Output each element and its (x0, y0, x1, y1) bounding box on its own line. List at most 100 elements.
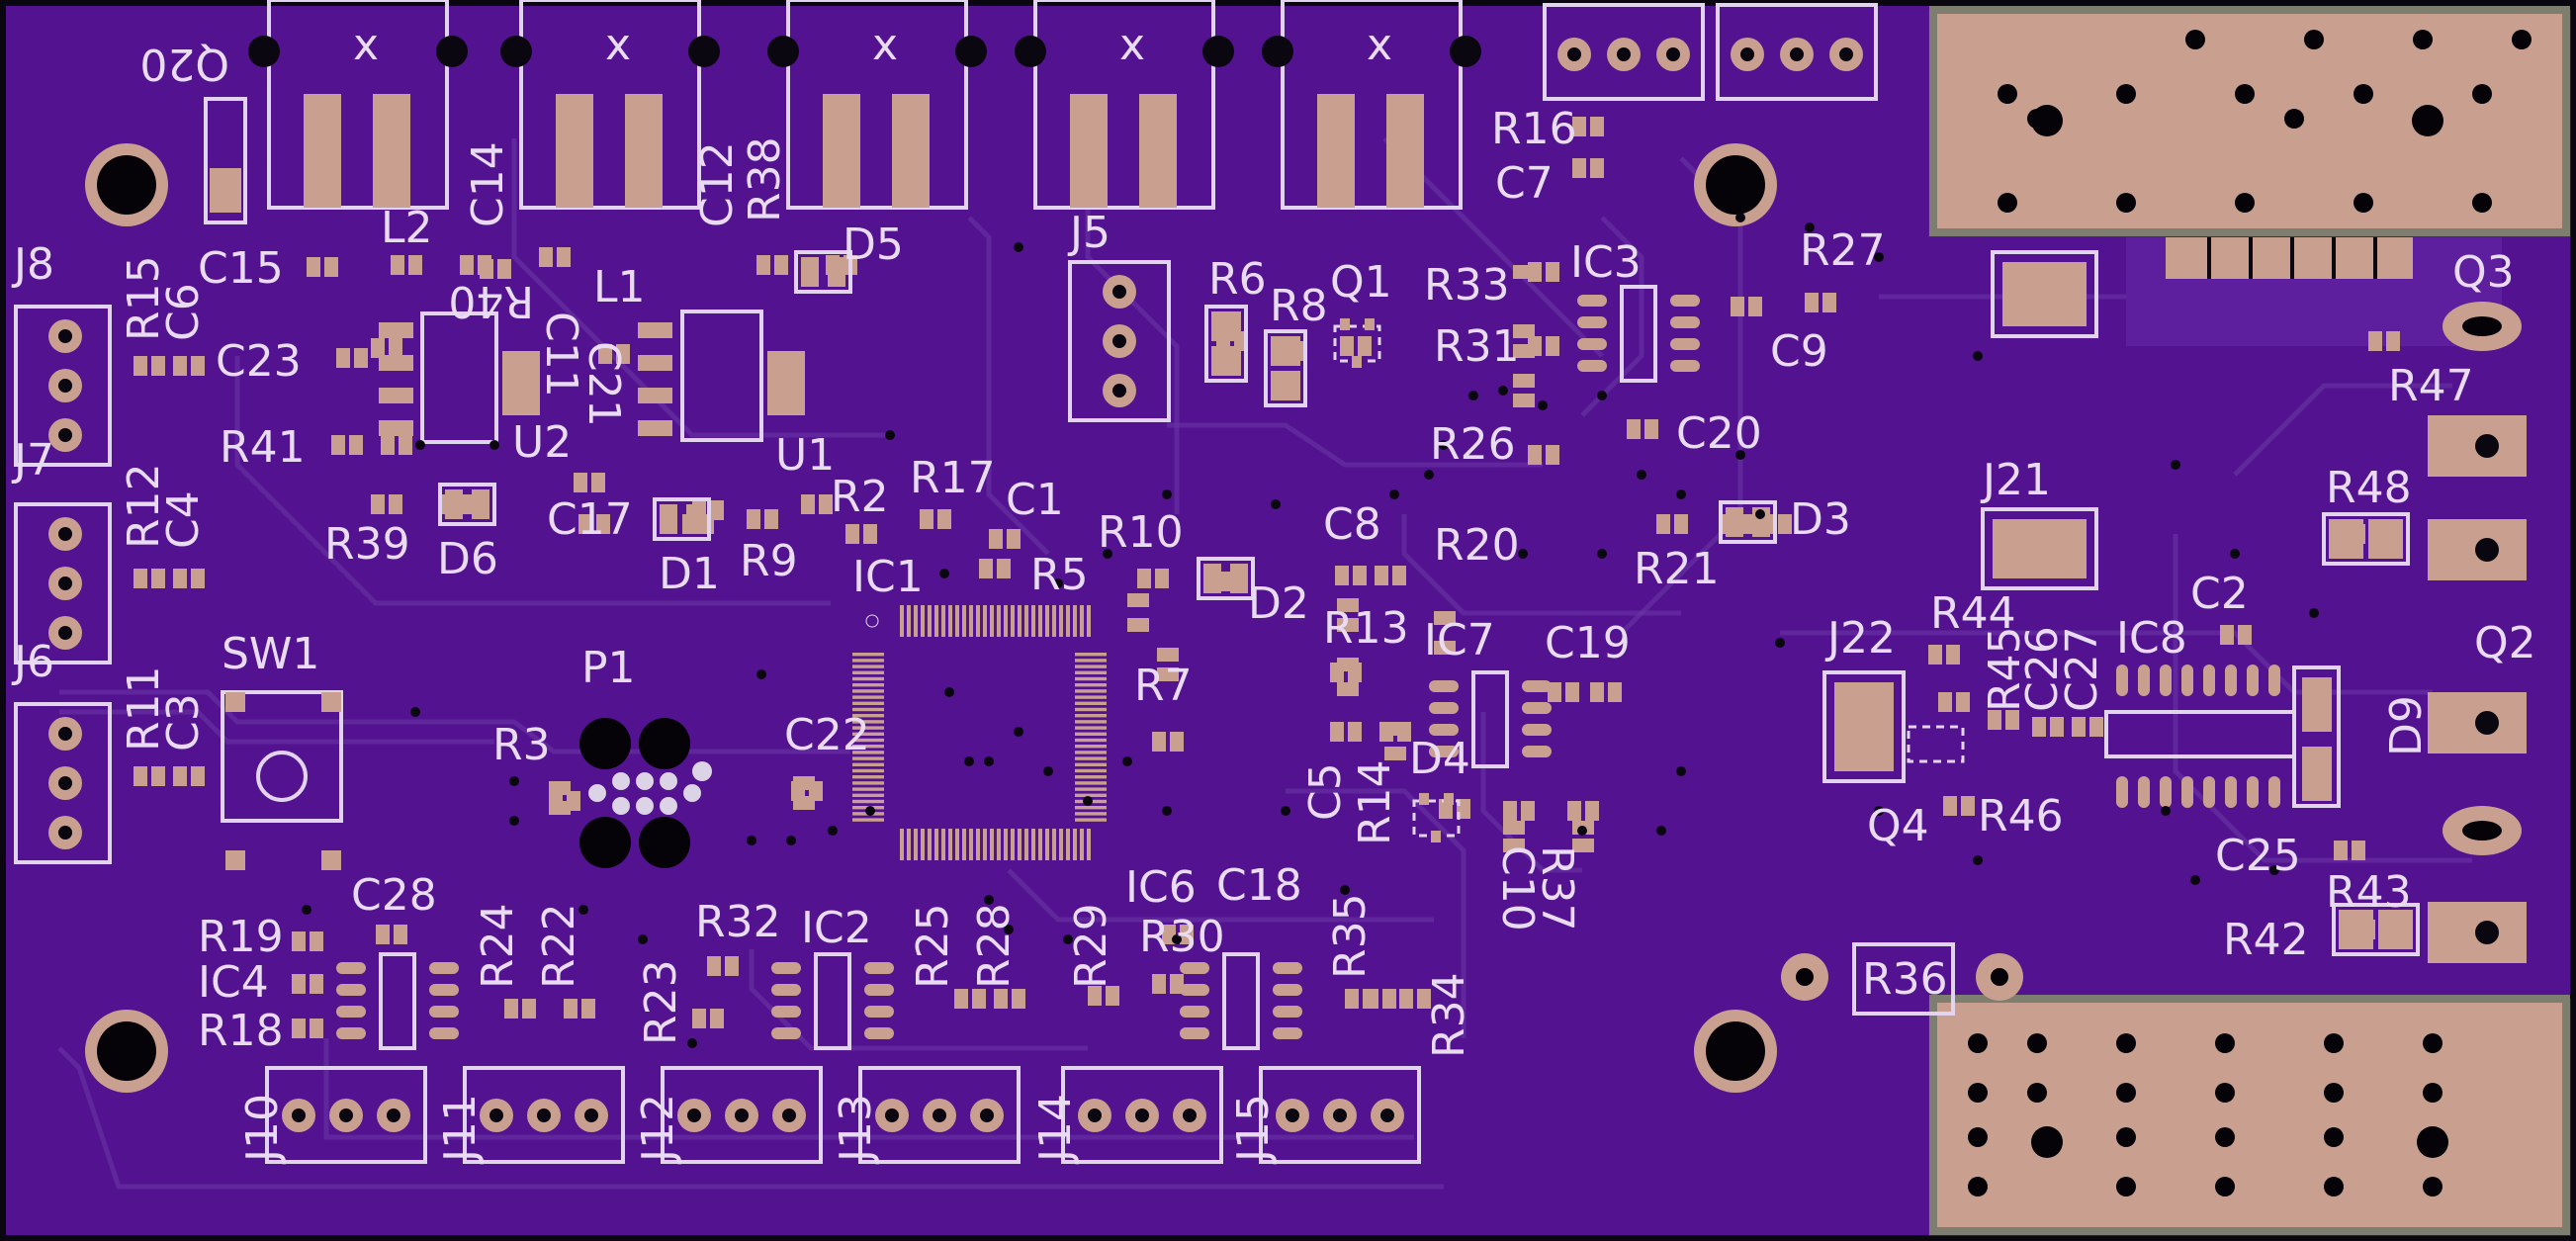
label-d9: D9 (2381, 695, 2432, 756)
ic3-pad (1577, 338, 1607, 350)
bigpad-drill (1968, 1127, 1988, 1147)
label-sw1: SW1 (222, 629, 319, 679)
u1-pad (638, 388, 672, 403)
bottom-connector-drill (885, 1108, 899, 1122)
ic6-pad (1273, 1006, 1302, 1018)
ic6-pad (1180, 1006, 1209, 1018)
r6-pad (1211, 311, 1241, 341)
ic1-pin-right (1075, 714, 1107, 718)
top-connector-hole (688, 36, 720, 67)
smd-pad (1521, 801, 1535, 821)
ic1-pin-top (934, 605, 938, 637)
bigpad-drill (2027, 1033, 2047, 1053)
bottom-connector-drill (735, 1108, 749, 1122)
label-c10: C10 (1492, 845, 1543, 931)
smd-vpad (1157, 648, 1179, 662)
smd-vpad (1513, 344, 1535, 358)
smd-pad (1335, 566, 1349, 585)
smd-pad (1170, 732, 1184, 752)
smd-pad (480, 259, 493, 279)
smd-pad (591, 473, 605, 492)
ic1-pin-right (1075, 720, 1107, 724)
label-c28: C28 (351, 870, 437, 921)
via (1973, 855, 1983, 865)
label-c15: C15 (198, 243, 284, 294)
smd-pad (1565, 682, 1579, 702)
smd-pad (1956, 692, 1970, 712)
smd-pad (994, 989, 1008, 1009)
label-p1: P1 (581, 643, 636, 693)
smd-pad (151, 766, 165, 786)
j5-drill (1112, 334, 1126, 348)
smd-pad (408, 255, 422, 275)
bottom-connector-drill (489, 1108, 503, 1122)
via (944, 687, 954, 697)
smd-pad (310, 931, 323, 951)
top-connector-hole (248, 36, 280, 67)
ic1-pin-right (1075, 707, 1107, 712)
smd-pad (1345, 989, 1359, 1009)
smd-pad (191, 356, 205, 376)
via (1874, 252, 1884, 262)
ic1-pin-left (852, 701, 884, 705)
diode-d1-outline (653, 497, 711, 541)
ic6-pad (1180, 984, 1209, 996)
label-r16: R16 (1491, 104, 1577, 154)
label-l1: L1 (593, 262, 646, 312)
smd-pad (331, 435, 345, 455)
ic8-pad (2116, 665, 2128, 696)
header-drill (1740, 47, 1754, 61)
diode-d2-outline (1197, 557, 1255, 600)
smd-pad (920, 509, 933, 529)
via (1538, 400, 1548, 410)
bigpad-drill (2116, 1127, 2136, 1147)
ic1-pin-bottom (1024, 829, 1028, 860)
u1-pad (638, 322, 672, 338)
bigpad-drill (2235, 84, 2255, 104)
label-j13: J13 (831, 1094, 881, 1165)
ic4-pad (336, 962, 366, 974)
label-c5: C5 (1300, 762, 1351, 821)
smd-pad (1674, 514, 1688, 534)
smd-pad (1988, 710, 2001, 730)
smd-pad (2238, 625, 2252, 645)
ic4-pad (336, 984, 366, 996)
smd-pad (1152, 732, 1166, 752)
top-connector-pad (892, 94, 930, 208)
ic1-pin-top (1038, 605, 1042, 637)
smd-vpad (1434, 641, 1456, 655)
label-r29: R29 (1066, 903, 1116, 989)
label-r5: R5 (1030, 550, 1089, 600)
ic1-pin-bottom (990, 829, 994, 860)
bottom-connector-outline (1061, 1066, 1223, 1164)
ic1-pin-bottom (914, 829, 918, 860)
ic1-pin-top (1059, 605, 1063, 637)
label-r28: R28 (969, 903, 1020, 989)
ic6-pad (1273, 984, 1302, 996)
switch-pad (225, 850, 245, 870)
ic2-pad (864, 1006, 894, 1018)
bottom-connector-drill (1380, 1108, 1394, 1122)
smd-pad (1590, 117, 1604, 136)
smd-pad (1938, 692, 1952, 712)
label-r10: R10 (1098, 507, 1184, 558)
header-drill (1617, 47, 1631, 61)
header-drill (1790, 47, 1804, 61)
label-c22: C22 (784, 710, 870, 760)
via (509, 776, 519, 786)
smd-pad (2089, 717, 2103, 737)
ic1-pin-left (852, 695, 884, 699)
ic1-pin-left (852, 787, 884, 791)
label-q3: Q3 (2452, 247, 2515, 298)
u2-pad (379, 322, 413, 338)
smd-pad (324, 257, 338, 277)
top-connector-hole (1450, 36, 1481, 67)
header-drill (1567, 47, 1581, 61)
bigpad-drill (2324, 1127, 2344, 1147)
p1-hole (639, 817, 690, 868)
via (687, 1038, 697, 1048)
ic1-pin-bottom (900, 829, 904, 860)
ic1-pin-top (1031, 605, 1035, 637)
p1-pad (683, 784, 701, 802)
label-j11: J11 (435, 1094, 486, 1165)
